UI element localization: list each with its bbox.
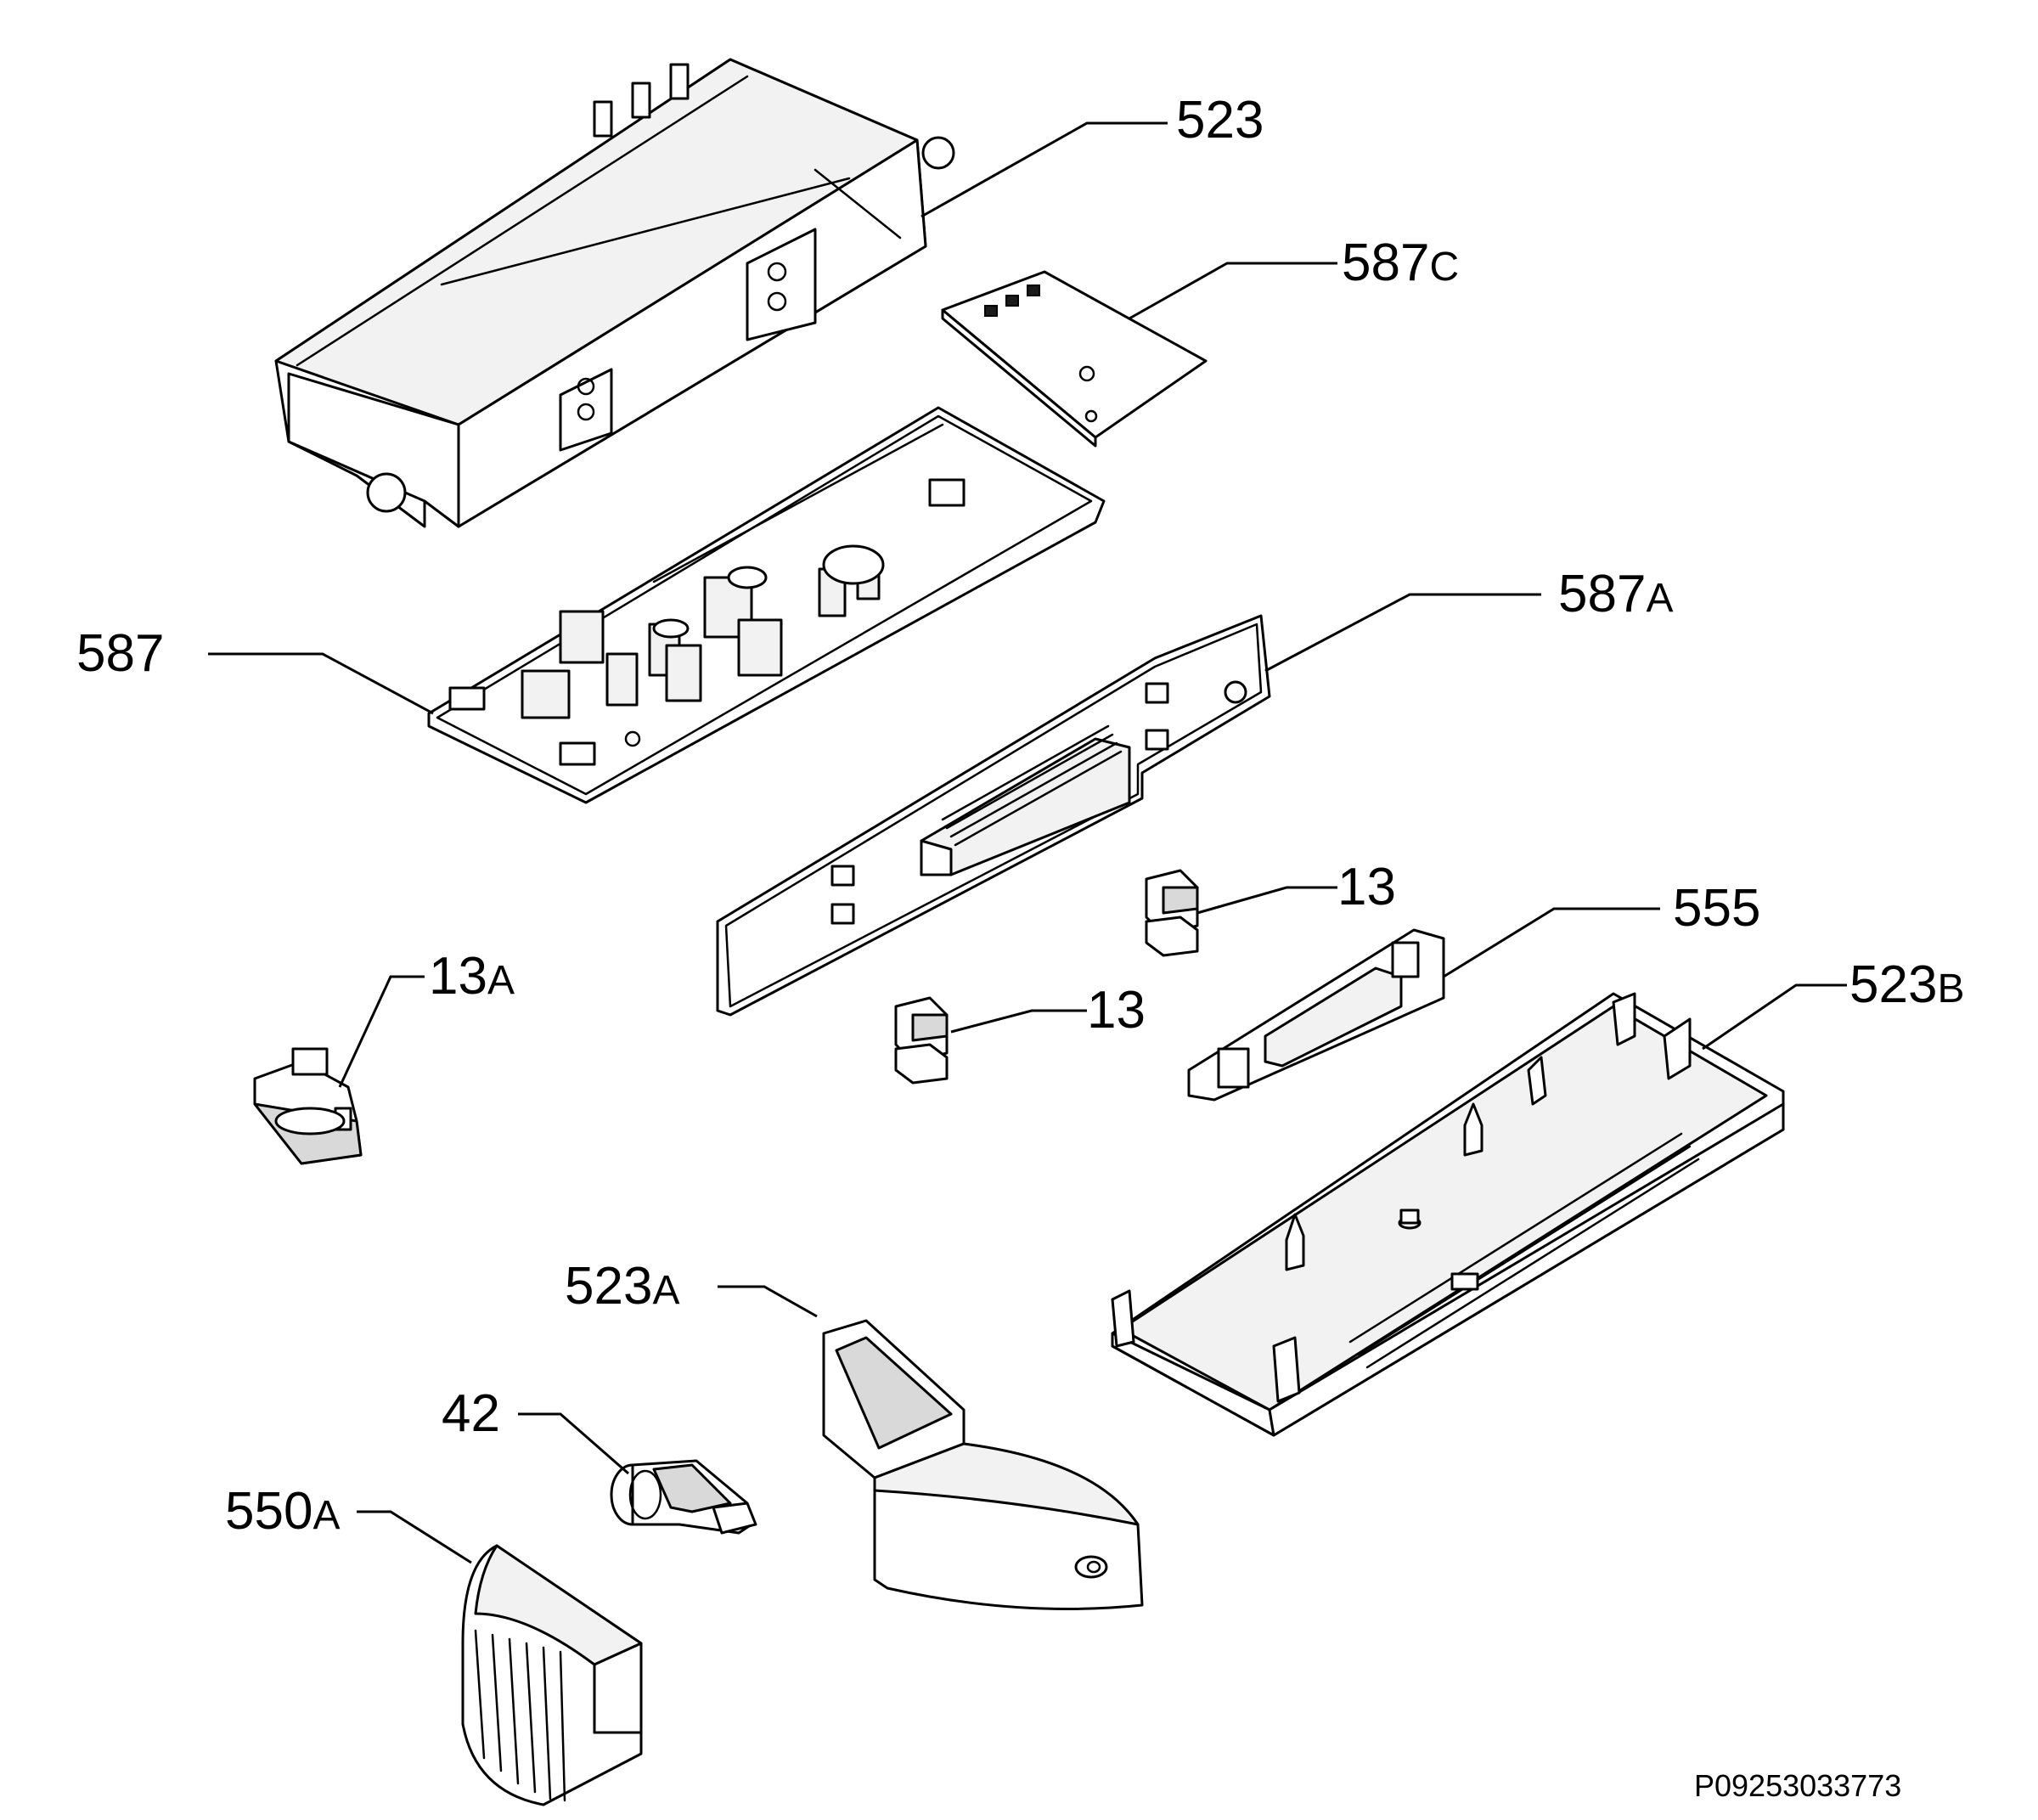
leader-523b xyxy=(1702,983,1847,1051)
callout-587c: 587C xyxy=(1342,234,1459,292)
part-42-lamp-socket[interactable] xyxy=(610,1459,757,1535)
part-13-lower-switch[interactable] xyxy=(894,996,949,1085)
callout-523a: 523A xyxy=(565,1257,679,1316)
part-13a-knob[interactable] xyxy=(253,1047,363,1165)
leader-13a xyxy=(338,975,425,1088)
callout-550a: 550A xyxy=(225,1482,340,1541)
callout-555: 555 xyxy=(1673,879,1760,938)
callout-13-lower: 13 xyxy=(1087,981,1146,1040)
leader-587a xyxy=(1264,593,1541,673)
callout-42: 42 xyxy=(442,1384,500,1443)
part-523-housing[interactable] xyxy=(274,58,955,528)
part-523b-base-tray[interactable] xyxy=(1111,992,1785,1437)
part-550a-end-cap[interactable] xyxy=(461,1544,643,1806)
callout-13a: 13A xyxy=(429,947,515,1006)
part-587-main-board[interactable] xyxy=(427,406,1106,804)
leader-13-upper xyxy=(1196,886,1337,915)
leader-550a xyxy=(357,1510,472,1564)
callout-587: 587 xyxy=(76,624,164,683)
leader-13-lower xyxy=(950,1009,1087,1034)
part-523a-front-cover[interactable] xyxy=(822,1319,1144,1610)
part-13-upper-switch[interactable] xyxy=(1145,869,1199,957)
callout-523: 523 xyxy=(1176,91,1264,149)
leader-523 xyxy=(920,121,1168,218)
drawing-reference: P09253033773 xyxy=(1694,1768,1901,1803)
leader-587c xyxy=(1129,262,1337,320)
part-587a-display-board[interactable] xyxy=(716,614,1271,1017)
leader-523a xyxy=(718,1285,818,1318)
part-555-module[interactable] xyxy=(1187,928,1445,1102)
leader-555 xyxy=(1443,907,1660,978)
part-587c-small-board[interactable] xyxy=(941,270,1208,448)
callout-13-upper: 13 xyxy=(1337,858,1396,916)
leader-587 xyxy=(208,652,434,715)
callout-587a: 587A xyxy=(1558,565,1673,623)
callout-523b: 523B xyxy=(1849,955,1964,1014)
leader-42 xyxy=(518,1412,629,1475)
